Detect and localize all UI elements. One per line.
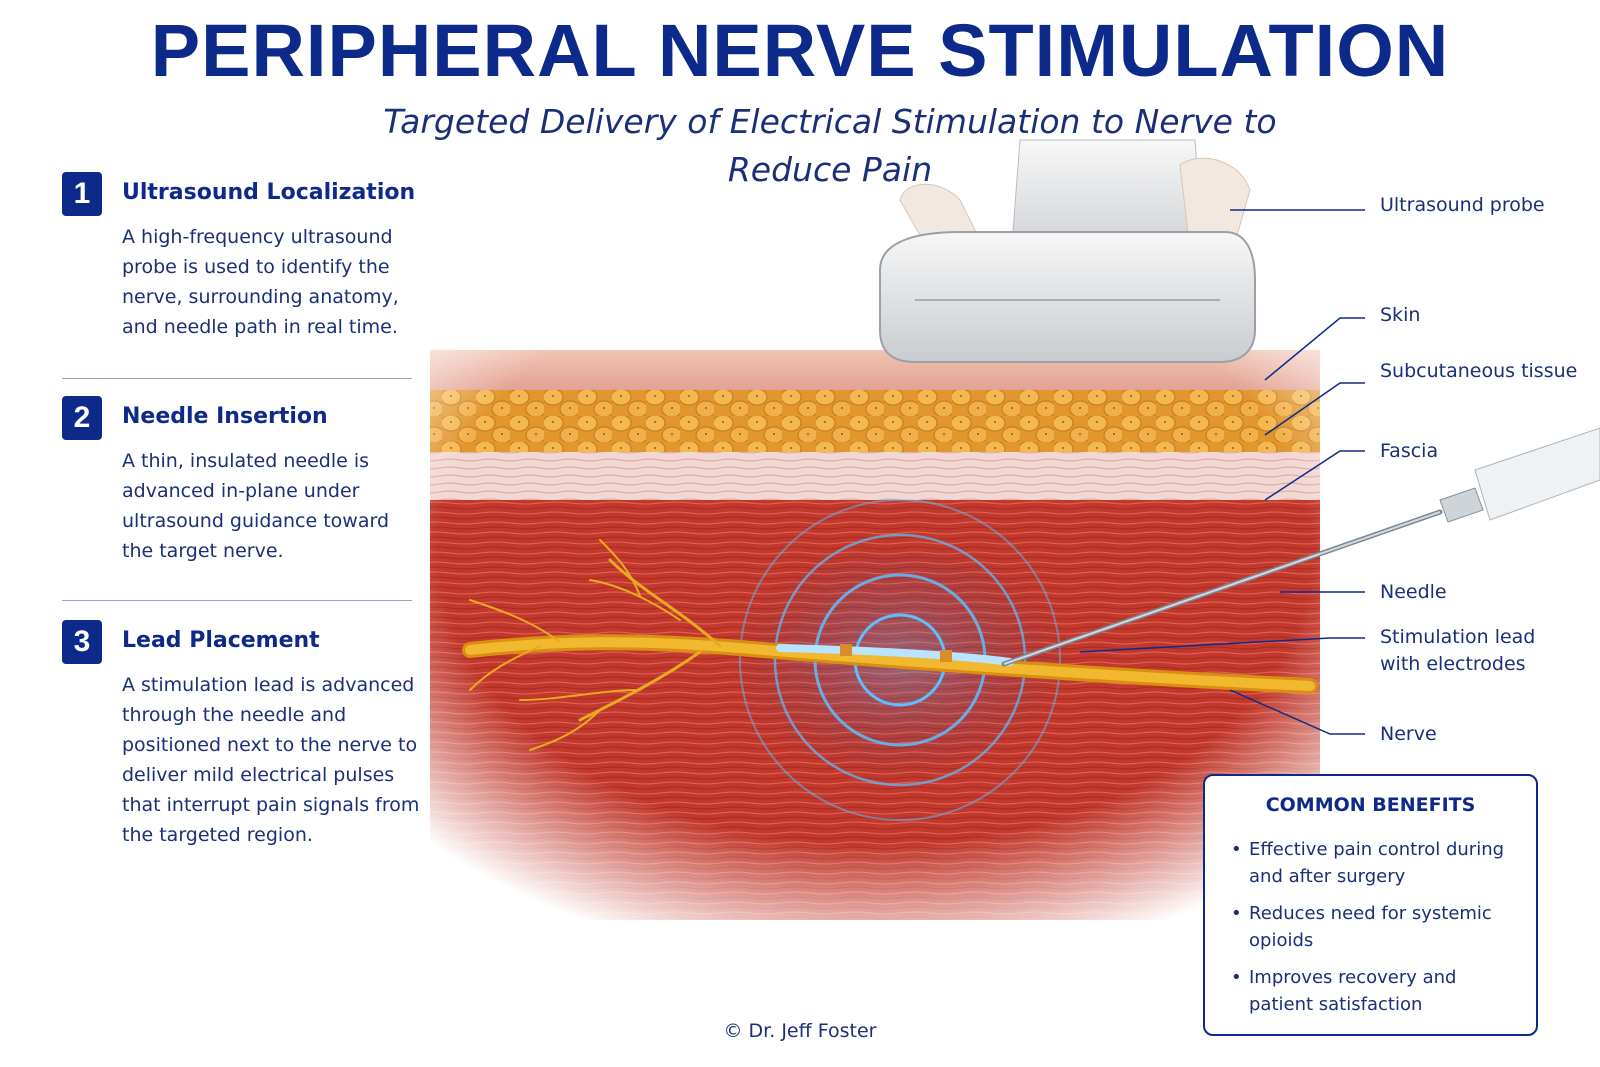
label-skin: Skin: [1380, 304, 1421, 326]
benefits-title: COMMON BENEFITS: [1265, 794, 1476, 816]
label-subcutaneous-tissue: Subcutaneous tissue: [1380, 360, 1578, 382]
benefit-item: Effective pain control during and after …: [1229, 836, 1519, 890]
step-number-badge: 1: [62, 172, 102, 216]
label-needle: Needle: [1380, 581, 1447, 603]
step-description: A thin, insulated needle is advanced in-…: [122, 450, 390, 562]
step-title: Lead Placement: [122, 628, 320, 653]
fascia-layer: [430, 452, 1320, 500]
step-title: Needle Insertion: [122, 404, 328, 429]
label-nerve: Nerve: [1380, 723, 1437, 745]
copyright-credit: © Dr. Jeff Foster: [723, 1020, 877, 1042]
label-ultrasound-probe: Ultrasound probe: [1380, 194, 1545, 216]
step-divider: [62, 378, 412, 379]
subcutaneous-layer: [430, 390, 1320, 452]
page-title: PERIPHERAL NERVE STIMULATION: [150, 9, 1450, 92]
needle: [1001, 427, 1600, 667]
leader-lines: [1079, 209, 1365, 735]
page-subtitle: Targeted Delivery of Electrical Stimulat…: [383, 102, 1277, 189]
label-fascia: Fascia: [1380, 440, 1439, 462]
benefit-item: Reduces need for systemic opioids: [1229, 900, 1519, 954]
step-title: Ultrasound Localization: [122, 180, 416, 205]
benefits-panel: COMMON BENEFITS Effective pain control d…: [1203, 774, 1538, 1036]
step-3: 3 Lead Placement A stimulation lead is a…: [62, 620, 422, 880]
step-divider: [62, 600, 412, 601]
ultrasound-probe: [879, 139, 1256, 363]
stimulation-lead: [776, 644, 1014, 666]
step-number-badge: 2: [62, 396, 102, 440]
step-2: 2 Needle Insertion A thin, insulated nee…: [62, 396, 422, 576]
benefit-item: Improves recovery and patient satisfacti…: [1229, 964, 1519, 1018]
step-description: A high-frequency ultrasound probe is use…: [122, 226, 399, 338]
step-number-badge: 3: [62, 620, 102, 664]
step-1: 1 Ultrasound Localization A high-frequen…: [62, 172, 422, 352]
label-stimulation-lead: Stimulation lead with electrodes: [1380, 626, 1536, 675]
step-description: A stimulation lead is advanced through t…: [122, 674, 420, 846]
